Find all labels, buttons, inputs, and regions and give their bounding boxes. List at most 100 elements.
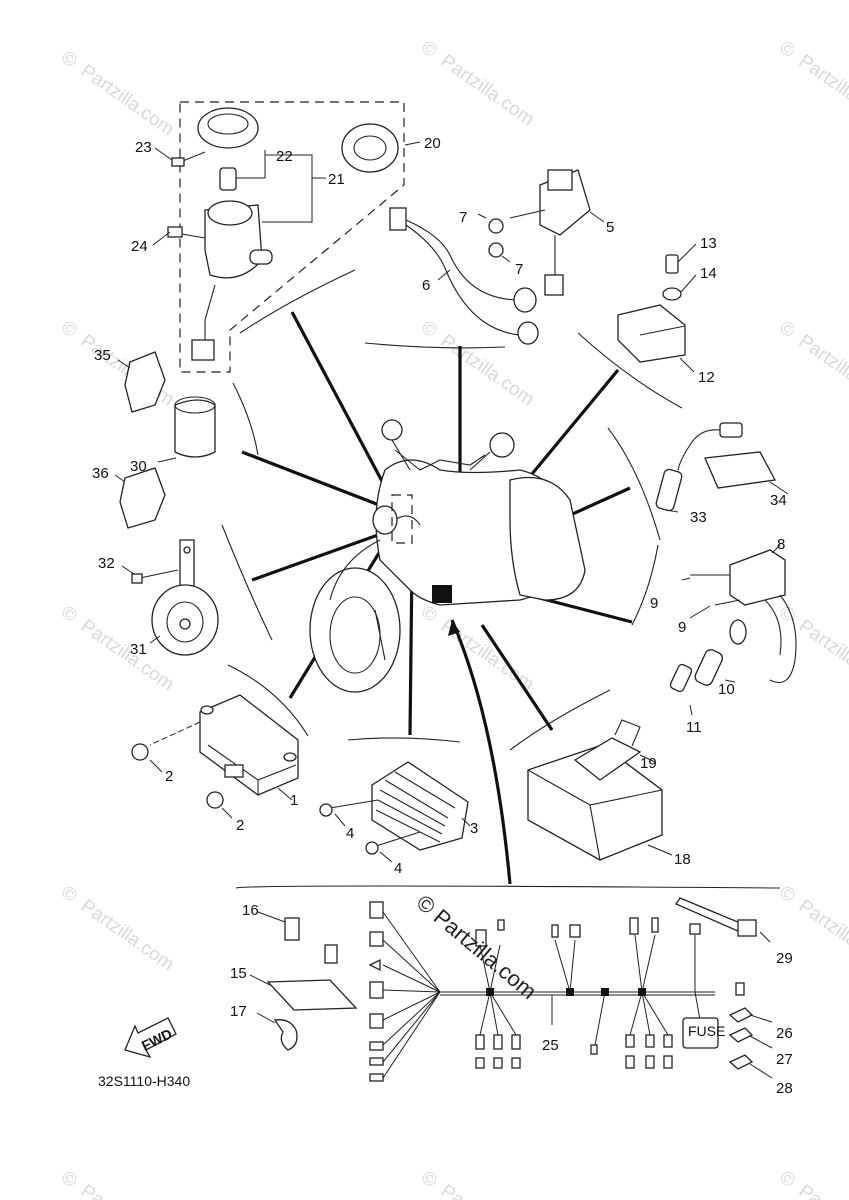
svg-text:Partzilla.com: Partzilla.com [437, 51, 538, 131]
part-label-32: 32 [98, 555, 115, 572]
part-label-34: 34 [770, 492, 787, 509]
scooter-illustration [309, 419, 586, 693]
part-label-14: 14 [700, 265, 717, 282]
svg-text:Partzilla.com: Partzilla.com [795, 616, 849, 696]
svg-text:©: © [57, 47, 81, 72]
o2-sensor-group [655, 422, 789, 513]
relay-group [114, 351, 216, 529]
fuse-label: FUSE [688, 1023, 725, 1039]
watermark: ©Partzilla.com [775, 317, 849, 410]
part-label-35: 35 [94, 347, 111, 364]
part-label-4: 4 [346, 825, 354, 842]
watermark: ©Partzilla.com [57, 882, 178, 975]
harness-branches [382, 911, 701, 1079]
part-label-6: 6 [422, 277, 430, 294]
part-label-19: 19 [640, 755, 657, 772]
part-label-13: 13 [700, 235, 717, 252]
horn-group [121, 539, 219, 656]
main-switch-group [152, 101, 421, 373]
part-label-2: 2 [165, 768, 173, 785]
watermark: ©Partzilla.com [417, 1167, 538, 1200]
watermark: ©Partzilla.com [775, 602, 849, 695]
svg-text:Partzilla.com: Partzilla.com [77, 331, 178, 411]
part-label-16: 16 [242, 902, 259, 919]
part-label-22: 22 [276, 148, 293, 165]
svg-text:©: © [775, 882, 799, 907]
part-label-9: 9 [650, 595, 658, 612]
group-divider-arcs [221, 269, 781, 889]
relay-unit-group [617, 243, 697, 373]
sensor-group [389, 169, 605, 345]
part-label-20: 20 [424, 135, 441, 152]
part-label-11: 11 [686, 719, 702, 736]
fwd-arrow-icon: FWD [124, 1017, 177, 1059]
svg-text:©: © [775, 317, 799, 342]
svg-text:Partzilla.com: Partzilla.com [77, 896, 178, 976]
part-label-29: 29 [776, 950, 793, 967]
svg-text:©: © [775, 1167, 799, 1192]
watermark: ©Partzilla.com [775, 37, 849, 130]
battery-group [527, 719, 673, 861]
part-label-27: 27 [776, 1051, 793, 1068]
svg-text:Partzilla.com: Partzilla.com [795, 896, 849, 976]
part-label-7: 7 [459, 209, 467, 226]
part-label-18: 18 [674, 851, 691, 868]
part-label-4: 4 [394, 860, 402, 877]
part-label-30: 30 [130, 458, 147, 475]
part-label-25: 25 [542, 1037, 559, 1054]
part-label-36: 36 [92, 465, 109, 482]
svg-text:©: © [57, 882, 81, 907]
svg-text:©: © [417, 37, 441, 62]
heat-sink-fins [375, 771, 456, 843]
watermark: ©Partzilla.com [57, 47, 178, 140]
part-label-33: 33 [690, 509, 707, 526]
part-label-31: 31 [130, 641, 147, 658]
part-label-9: 9 [678, 619, 686, 636]
svg-text:Partzilla.com: Partzilla.com [795, 331, 849, 411]
ignition-coil-group [669, 544, 797, 716]
svg-text:Partzilla.com: Partzilla.com [795, 51, 849, 131]
part-label-10: 10 [718, 681, 735, 698]
part-label-12: 12 [698, 369, 715, 386]
watermark: ©Partzilla.com [775, 1167, 849, 1200]
part-label-24: 24 [131, 238, 148, 255]
svg-text:©: © [57, 602, 81, 627]
watermark: ©Partzilla.com [57, 1167, 178, 1200]
svg-text:©: © [417, 1167, 441, 1192]
part-label-1: 1 [290, 792, 298, 809]
arrow-head [448, 620, 460, 636]
part-label-23: 23 [135, 139, 152, 156]
svg-text:©: © [775, 37, 799, 62]
part-labels: 1 2 2 3 4 4 5 6 7 7 8 9 9 10 11 12 13 14… [92, 135, 793, 1097]
part-label-26: 26 [776, 1025, 793, 1042]
svg-text:©: © [417, 317, 441, 342]
svg-text:© Partzilla.com: © Partzilla.com [412, 890, 542, 1004]
center-watermark: © Partzilla.com [412, 890, 542, 1004]
battery-location-mark [432, 585, 452, 603]
part-label-2: 2 [236, 817, 244, 834]
rectifier-group [319, 761, 471, 863]
diagram-code: 32S1110-H340 [98, 1073, 190, 1089]
part-label-3: 3 [470, 820, 478, 837]
part-label-21: 21 [328, 171, 345, 188]
svg-text:Partzilla.com: Partzilla.com [437, 1181, 538, 1200]
svg-text:©: © [57, 1167, 81, 1192]
wire-harness-group: FUSE [249, 897, 773, 1082]
harness-connectors [368, 901, 745, 1082]
fuse-box [682, 1017, 719, 1049]
svg-text:Partzilla.com: Partzilla.com [77, 61, 178, 141]
part-label-5: 5 [606, 219, 614, 236]
control-unit-group [131, 694, 299, 819]
part-label-28: 28 [776, 1080, 793, 1097]
watermark: ©Partzilla.com [417, 37, 538, 130]
part-label-15: 15 [230, 965, 247, 982]
svg-text:©: © [57, 317, 81, 342]
part-label-7: 7 [515, 261, 523, 278]
svg-text:Partzilla.com: Partzilla.com [77, 1181, 178, 1200]
part-label-8: 8 [777, 536, 785, 553]
part-label-17: 17 [230, 1003, 247, 1020]
svg-text:©: © [417, 602, 441, 627]
svg-text:Partzilla.com: Partzilla.com [795, 1181, 849, 1200]
